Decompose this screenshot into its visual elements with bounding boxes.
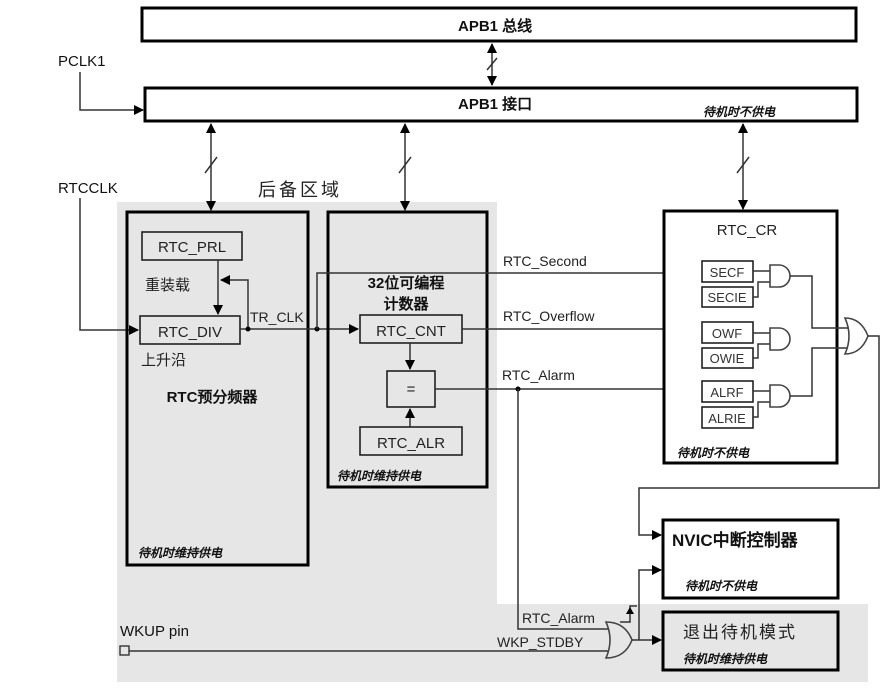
apb1-interface-label: APB1 接口 <box>458 95 532 113</box>
and-gate-input-wire <box>753 390 770 418</box>
rtcclk-wire <box>79 198 139 335</box>
counter-title-line2: 计数器 <box>383 295 429 313</box>
owf-label: OWF <box>712 326 742 341</box>
rising-edge-label: 上升沿 <box>141 352 186 369</box>
rtc-alr-label: RTC_ALR <box>377 435 445 452</box>
wakeup-or-gate <box>604 621 633 659</box>
rtc-div-label: RTC_DIV <box>158 324 222 341</box>
secf-label: SECF <box>710 265 745 280</box>
nvic-box <box>661 518 840 600</box>
and-gate-overflow <box>769 327 791 351</box>
reload-feedback-wire <box>220 275 249 329</box>
rtc-prl-label: RTC_PRL <box>158 239 226 256</box>
bus-width-slash <box>736 156 750 174</box>
and-gate-input-wire <box>753 270 770 298</box>
rtc-cr-title: RTC_CR <box>717 222 778 239</box>
compare-label: = <box>407 381 416 398</box>
wkup-pin-label: WKUP pin <box>120 623 189 640</box>
backup-domain-region <box>117 202 868 682</box>
or-gate-input-wire <box>790 347 849 397</box>
owie-label: OWIE <box>710 351 745 366</box>
rtc-overflow-label: RTC_Overflow <box>503 308 595 324</box>
counter-power-note: 待机时维持供电 <box>337 469 422 483</box>
exit-standby-box <box>661 610 840 672</box>
apb1-bus-label: APB1 总线 <box>458 17 532 35</box>
bus-width-slash <box>204 156 218 174</box>
apb1-interface-box <box>143 86 859 123</box>
alrie-label: ALRIE <box>708 411 746 426</box>
counter-title-line1: 32位可编程 <box>368 274 445 292</box>
or-gate-input-wire <box>790 275 849 329</box>
pclk1-label: PCLK1 <box>58 53 106 70</box>
secie-label: SECIE <box>707 290 746 305</box>
apb1-bus-box <box>140 6 858 43</box>
rtc-second-wire <box>316 268 701 329</box>
rtc-cnt-label: RTC_CNT <box>376 323 446 340</box>
wkp-stdby-label: WKP_STDBY <box>497 634 584 650</box>
reload-label: 重装载 <box>145 277 190 294</box>
rtc-cr-power-note: 待机时不供电 <box>677 446 750 460</box>
tr-clk-label: TR_CLK <box>250 309 304 325</box>
rtc-cr-box <box>662 209 839 465</box>
rising-edge-arrow-icon <box>626 607 634 614</box>
wakeup-nvic-wire <box>638 565 662 640</box>
prescaler-power-note: 待机时维持供电 <box>138 546 223 560</box>
prescaler-box <box>125 210 310 567</box>
prescaler-title: RTC预分频器 <box>167 388 259 406</box>
exit-standby-power-note: 待机时维持供电 <box>683 652 768 666</box>
rtc-second-label: RTC_Second <box>503 253 587 269</box>
interrupt-wire <box>638 335 880 540</box>
counter-box <box>326 210 489 489</box>
backup-domain-label: 后备区域 <box>258 180 342 200</box>
bus-width-slash <box>486 57 498 71</box>
exit-standby-label: 退出待机模式 <box>683 623 797 642</box>
rtc-prl-register <box>141 231 243 261</box>
bus-width-slash <box>398 156 412 174</box>
rtc-alarm-label: RTC_Alarm <box>502 367 575 383</box>
junction-dot <box>245 326 251 332</box>
and-gate-input-wire <box>753 332 770 359</box>
nvic-label: NVIC中断控制器 <box>672 530 799 550</box>
apb1-interface-power-note: 待机时不供电 <box>703 105 776 119</box>
alrf-label: ALRF <box>710 385 743 400</box>
rtc-alarm-wakeup-label: RTC_Alarm <box>522 610 595 626</box>
and-gate-second <box>769 264 791 288</box>
and-gate-alarm <box>769 384 791 408</box>
nvic-power-note: 待机时不供电 <box>685 579 758 593</box>
rtc-alr-register <box>359 426 463 456</box>
interrupt-or-gate <box>843 317 869 355</box>
pclk1-wire <box>79 72 144 115</box>
rtcclk-label: RTCCLK <box>58 180 118 197</box>
rtc-alarm-wakeup-wire <box>517 389 611 630</box>
rtc-div-register <box>139 315 241 345</box>
